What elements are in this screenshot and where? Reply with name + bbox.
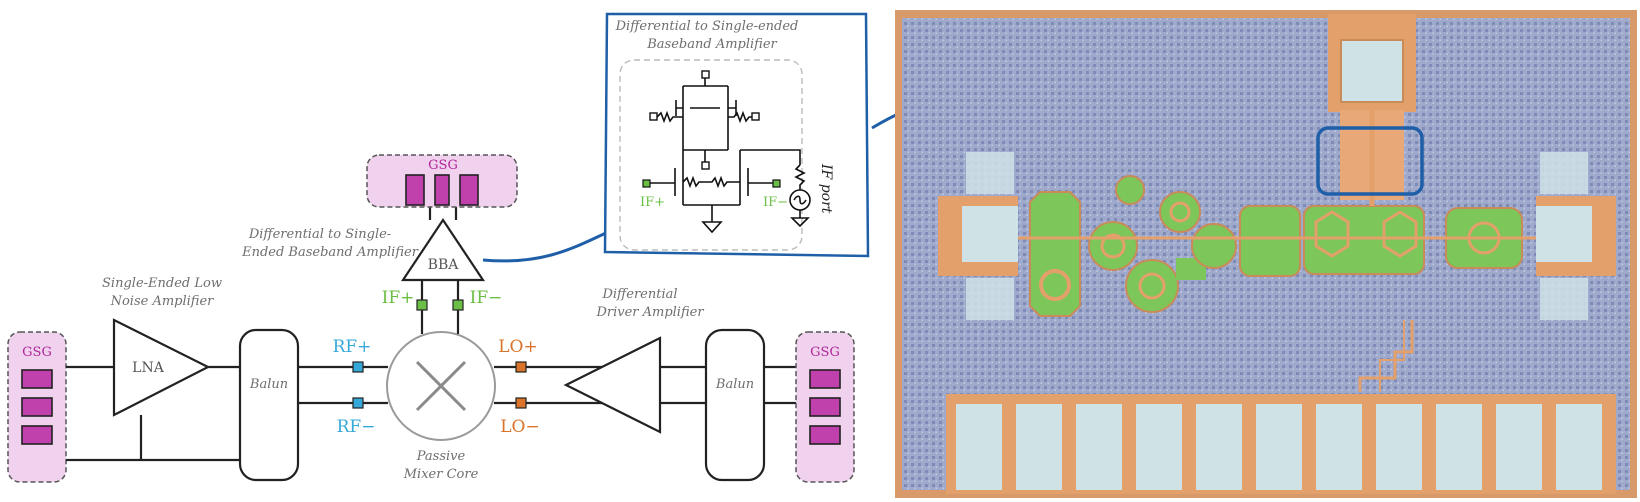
balun-left-label: Balun	[249, 377, 288, 392]
balun-right-label: Balun	[715, 377, 754, 392]
lo-minus-port	[515, 397, 527, 409]
if-plus-label: IF+	[382, 288, 415, 308]
gsg-label-right: GSG	[810, 345, 840, 360]
mixer-note-line-1: Passive	[416, 449, 466, 464]
die-bba-highlight	[1316, 126, 1424, 196]
bba-label: BBA	[428, 257, 460, 273]
inset-title-line-2: Baseband Amplifier	[646, 37, 777, 52]
if-minus-port	[452, 299, 464, 311]
block-diagram: GSG LNA Single-Ended Low Noise Amplifier…	[7, 154, 855, 483]
driver-note-line-2: Driver Amplifier	[595, 305, 704, 320]
if-plus-port	[416, 299, 428, 311]
lo-plus-label: LO+	[498, 337, 537, 357]
inset-title-line-1: Differential to Single-ended	[615, 19, 799, 34]
mixer-note-line-2: Mixer Core	[403, 467, 479, 482]
balun-right: Balun	[704, 328, 766, 482]
lo-minus-label: LO−	[500, 417, 539, 437]
lo-plus-port	[515, 361, 527, 373]
rf-minus-port	[352, 397, 364, 409]
rf-minus-label: RF−	[337, 417, 376, 437]
inset-if-plus-label: IF+	[640, 195, 665, 210]
die-photo	[895, 10, 1637, 498]
bba-block: BBA	[400, 218, 486, 282]
callout-curve-inset	[482, 230, 609, 263]
gsg-pad-top: GSG	[366, 154, 518, 208]
mixer-core	[386, 331, 496, 441]
bba-note-line-2: Ended Baseband Amplifier	[241, 245, 419, 260]
gsg-label-top: GSG	[428, 158, 458, 173]
lna-note-line-1: Single-Ended Low	[102, 276, 222, 291]
driver-amplifier	[563, 336, 662, 434]
gsg-pad-left: GSG	[7, 331, 67, 483]
gsg-pad-right: GSG	[795, 331, 855, 483]
inset-schematic: Differential to Single-ended Baseband Am…	[603, 12, 870, 258]
if-port-label: IF port	[818, 163, 834, 214]
lna-note-line-2: Noise Amplifier	[110, 294, 215, 309]
balun-left: Balun	[238, 328, 300, 482]
gsg-label-left: GSG	[22, 345, 52, 360]
lna-block: LNA	[112, 318, 211, 417]
rf-plus-label: RF+	[333, 337, 372, 357]
inset-if-minus-label: IF−	[763, 195, 788, 210]
driver-note-line-1: Differential	[601, 287, 677, 302]
bba-note-line-1: Differential to Single-	[248, 227, 391, 242]
if-minus-label: IF−	[470, 288, 503, 308]
lna-label: LNA	[132, 360, 165, 376]
rf-plus-port	[352, 361, 364, 373]
